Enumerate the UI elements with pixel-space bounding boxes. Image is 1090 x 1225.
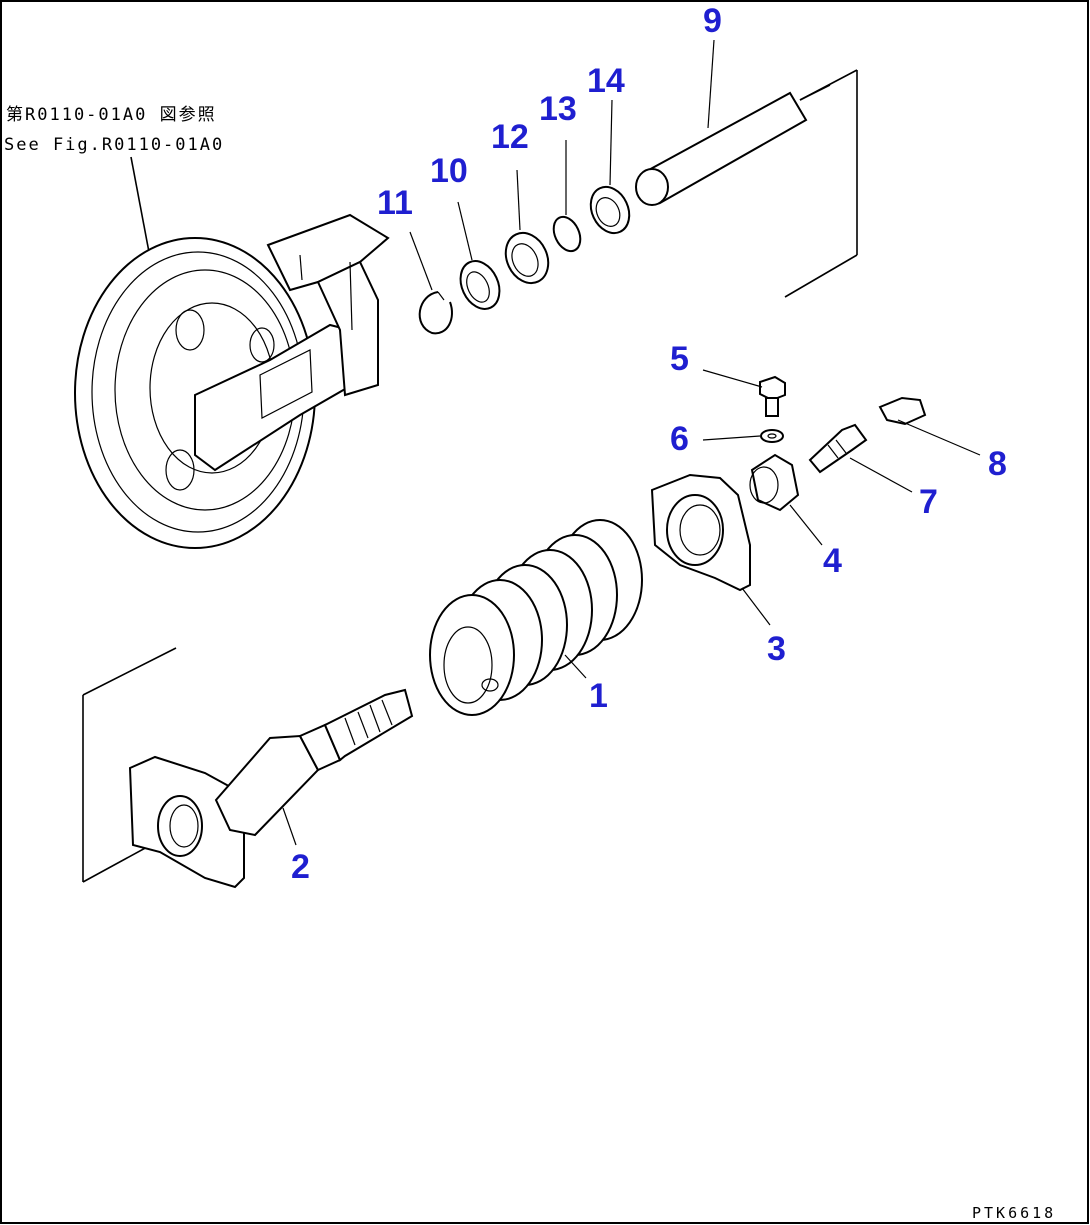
callout-14: 14: [587, 62, 625, 100]
grease-valve-part: [808, 423, 868, 474]
callout-1: 1: [589, 677, 608, 715]
ring-10-part: [459, 260, 501, 310]
callout-5: 5: [670, 340, 689, 378]
callout-3: 3: [767, 630, 786, 668]
callout-7: 7: [919, 483, 938, 521]
reference-note-ja: 第R0110-01A0 図参照: [6, 105, 217, 125]
callout-9: 9: [703, 2, 722, 40]
callout-8: 8: [988, 445, 1007, 483]
callout-11: 11: [377, 184, 413, 222]
idler-wheel-assembly: [74, 213, 390, 549]
reference-note: 第R0110-01A0 図参照 See Fig.R0110-01A0: [4, 105, 224, 273]
washer-part: [760, 429, 784, 443]
bracket-plate-part: [650, 473, 751, 592]
reference-note-en: See Fig.R0110-01A0: [4, 135, 224, 155]
leader-lines: [282, 39, 981, 846]
callout-13: 13: [539, 90, 577, 128]
shim-13-part: [552, 215, 582, 253]
collar-12-part: [504, 231, 550, 285]
bolt-part: [759, 375, 786, 417]
shaft-part: [635, 84, 831, 206]
drawing-code: PTK6618: [972, 1204, 1056, 1222]
callout-10: 10: [430, 152, 468, 190]
callout-4: 4: [823, 542, 842, 580]
callout-numbers: 1 2 3 4 5 6 7 8 9 10 11 12 13 14: [291, 2, 1007, 886]
nut-part: [749, 453, 800, 512]
cylinder-rod-part: [128, 688, 414, 889]
recoil-spring-part: [429, 519, 643, 716]
callout-2: 2: [291, 848, 310, 886]
snap-ring-11-part: [418, 291, 453, 335]
grease-fitting-part: [878, 396, 927, 426]
ring-14-part: [589, 185, 631, 235]
callout-12: 12: [491, 118, 529, 156]
callout-6: 6: [670, 420, 689, 458]
